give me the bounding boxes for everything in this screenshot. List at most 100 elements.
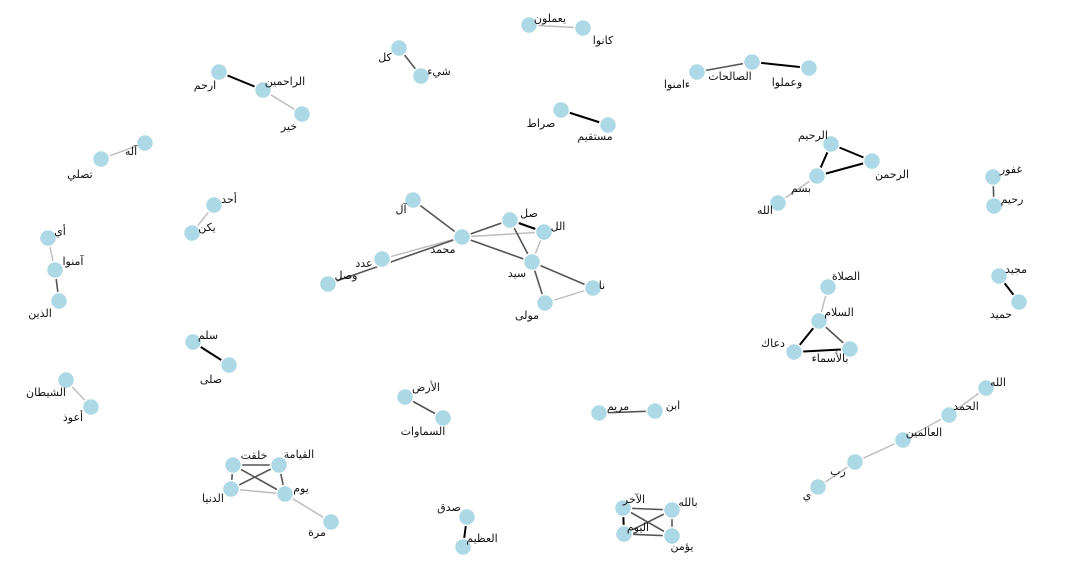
node-circle[interactable]	[219, 355, 239, 375]
graph-node[interactable]: كانوا	[573, 18, 614, 48]
graph-node[interactable]: سلم	[183, 329, 219, 352]
graph-node[interactable]: صراط	[527, 100, 571, 131]
graph-node[interactable]: السماوات	[401, 408, 453, 439]
graph-node[interactable]: غفور	[983, 163, 1023, 187]
graph-node[interactable]: الرحيم	[798, 129, 841, 154]
node-circle[interactable]	[221, 479, 241, 499]
graph-node[interactable]: آله	[125, 133, 155, 159]
node-circle[interactable]	[500, 210, 520, 230]
graph-node[interactable]: خلقت	[223, 449, 268, 475]
graph-node[interactable]: يؤمن	[662, 526, 694, 554]
graph-node[interactable]: بالأسماء	[812, 339, 860, 366]
node-circle[interactable]	[551, 100, 571, 120]
node-circle[interactable]	[645, 401, 665, 421]
graph-node[interactable]: الل	[534, 220, 566, 242]
node-circle[interactable]	[81, 397, 101, 417]
node-circle[interactable]	[799, 58, 819, 78]
node-circle[interactable]	[292, 104, 312, 124]
graph-node[interactable]: آمنوا	[45, 254, 85, 280]
graph-node[interactable]: ي	[803, 477, 828, 503]
node-circle[interactable]	[223, 455, 243, 475]
node-circle[interactable]	[522, 252, 542, 272]
node-circle[interactable]	[253, 80, 273, 100]
node-circle[interactable]	[56, 370, 76, 390]
node-circle[interactable]	[598, 115, 618, 135]
graph-node[interactable]: وعملوا	[772, 58, 819, 90]
graph-node[interactable]: صل	[500, 207, 538, 230]
graph-node[interactable]: بالله	[662, 496, 698, 520]
graph-node[interactable]: الدنيا	[202, 479, 241, 506]
graph-node[interactable]: أعوذ	[63, 397, 101, 425]
graph-node[interactable]: وصل	[318, 269, 358, 294]
node-circle[interactable]	[519, 15, 539, 35]
node-circle[interactable]	[453, 537, 473, 557]
graph-node[interactable]: أي	[38, 224, 66, 248]
graph-node[interactable]: صلى	[200, 355, 239, 387]
graph-node[interactable]: محمد	[430, 227, 472, 257]
node-circle[interactable]	[183, 332, 203, 352]
node-circle[interactable]	[49, 291, 69, 311]
graph-node[interactable]: آل	[395, 190, 423, 217]
node-circle[interactable]	[433, 408, 453, 428]
graph-node[interactable]: نا	[583, 278, 606, 298]
node-circle[interactable]	[209, 62, 229, 82]
node-circle[interactable]	[809, 311, 829, 331]
node-circle[interactable]	[135, 133, 155, 153]
node-circle[interactable]	[38, 228, 58, 248]
graph-node[interactable]: الله	[976, 376, 1006, 398]
node-circle[interactable]	[939, 405, 959, 425]
node-circle[interactable]	[321, 512, 341, 532]
node-circle[interactable]	[984, 196, 1004, 216]
node-circle[interactable]	[182, 223, 202, 243]
node-circle[interactable]	[687, 62, 707, 82]
node-circle[interactable]	[840, 339, 860, 359]
node-circle[interactable]	[573, 18, 593, 38]
node-circle[interactable]	[1009, 292, 1029, 312]
node-circle[interactable]	[845, 452, 865, 472]
graph-node[interactable]: تصلي	[67, 149, 111, 182]
graph-node[interactable]: ابن	[645, 399, 681, 421]
graph-node[interactable]: القيامة	[269, 448, 315, 475]
graph-node[interactable]: اليوم	[614, 521, 650, 544]
graph-node[interactable]: صدق	[437, 501, 477, 527]
graph-node[interactable]: كل	[378, 38, 409, 65]
node-circle[interactable]	[389, 38, 409, 58]
node-circle[interactable]	[534, 222, 554, 242]
graph-node[interactable]: يوم	[275, 482, 309, 504]
graph-node[interactable]: مستقيم	[577, 115, 618, 144]
graph-node[interactable]: شيء	[411, 65, 451, 86]
node-circle[interactable]	[976, 378, 996, 398]
graph-node[interactable]: دعاك	[761, 337, 804, 362]
node-circle[interactable]	[372, 249, 392, 269]
node-circle[interactable]	[395, 387, 415, 407]
node-circle[interactable]	[452, 227, 472, 247]
node-circle[interactable]	[204, 195, 224, 215]
graph-node[interactable]: الشيطان	[26, 370, 76, 400]
node-circle[interactable]	[45, 260, 65, 280]
node-circle[interactable]	[275, 484, 295, 504]
graph-node[interactable]: العظيم	[453, 532, 498, 557]
graph-node[interactable]: مولى	[515, 293, 555, 323]
graph-node[interactable]: الأرض	[395, 380, 440, 407]
node-circle[interactable]	[768, 193, 788, 213]
graph-node[interactable]: خير	[280, 104, 312, 134]
node-circle[interactable]	[318, 274, 338, 294]
node-circle[interactable]	[614, 524, 634, 544]
node-circle[interactable]	[269, 455, 289, 475]
node-circle[interactable]	[613, 498, 633, 518]
graph-node[interactable]: عدد	[355, 249, 392, 271]
node-circle[interactable]	[662, 500, 682, 520]
node-circle[interactable]	[821, 134, 841, 154]
node-circle[interactable]	[535, 293, 555, 313]
graph-node[interactable]: الصلاة	[818, 270, 861, 297]
node-circle[interactable]	[983, 167, 1003, 187]
node-circle[interactable]	[583, 278, 603, 298]
graph-node[interactable]: الله	[757, 193, 788, 218]
node-circle[interactable]	[457, 507, 477, 527]
node-circle[interactable]	[662, 526, 682, 546]
node-circle[interactable]	[989, 266, 1009, 286]
graph-node[interactable]: مريم	[589, 400, 630, 423]
node-circle[interactable]	[742, 52, 762, 72]
node-circle[interactable]	[411, 66, 431, 86]
graph-node[interactable]: الصالحات	[708, 52, 762, 84]
